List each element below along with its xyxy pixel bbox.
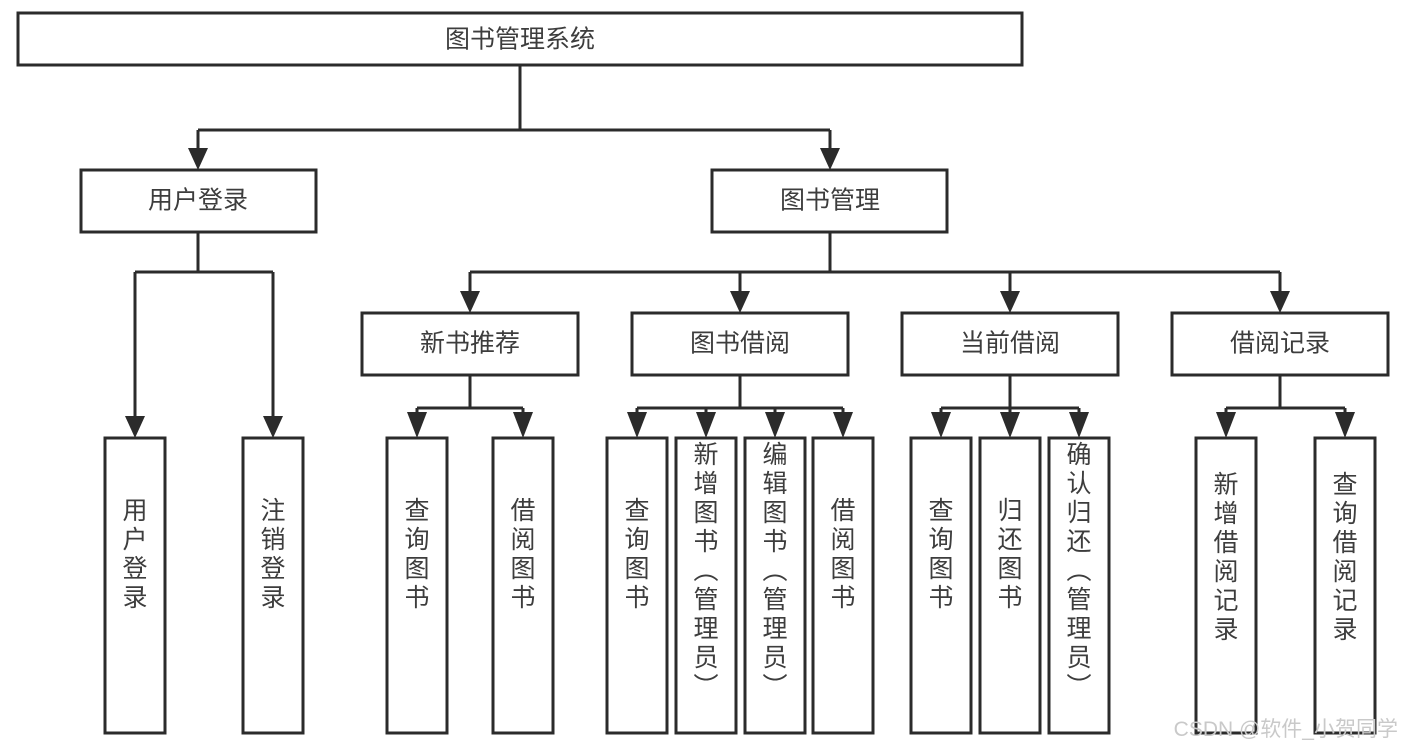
arrow-to-leaf-query-record xyxy=(1335,412,1355,438)
node-leaf-add-record-box[interactable] xyxy=(1194,436,1258,735)
node-leaf-edit-book[interactable]: 编辑图书︵管理员︶ xyxy=(743,436,807,735)
node-book-borrow-box[interactable] xyxy=(630,311,850,377)
node-current-borrow-label: 当前借阅 xyxy=(960,330,1060,358)
node-user-login-label: 用户登录 xyxy=(148,187,248,215)
arrow-to-leaf-query-book-3 xyxy=(931,412,951,438)
arrow-to-leaf-confirm-return xyxy=(1069,412,1089,438)
node-borrow-record[interactable]: 借阅记录 xyxy=(1170,311,1390,377)
watermark-label: CSDN @软件_小贺同学 xyxy=(1174,718,1398,741)
node-leaf-return-book-box[interactable] xyxy=(978,436,1042,735)
node-leaf-borrow-book-2-label: 借阅图书 xyxy=(830,497,855,612)
node-leaf-query-record-box[interactable] xyxy=(1313,436,1377,735)
node-leaf-query-book-1[interactable]: 查询图书 xyxy=(385,436,449,735)
node-root[interactable]: 图书管理系统 xyxy=(16,11,1024,67)
node-current-borrow-box[interactable] xyxy=(900,311,1120,377)
arrow-to-leaf-query-book-2 xyxy=(627,412,647,438)
arrow-to-leaf-user-login xyxy=(125,416,145,438)
node-root-label: 图书管理系统 xyxy=(445,26,595,54)
arrow-to-leaf-query-book-1 xyxy=(407,412,427,438)
arrow-to-leaf-add-book xyxy=(696,412,716,438)
node-leaf-borrow-book-1-box[interactable] xyxy=(491,436,555,735)
arrow-to-leaf-edit-book xyxy=(765,412,785,438)
node-borrow-record-box[interactable] xyxy=(1170,311,1390,377)
node-new-book-recommend-label: 新书推荐 xyxy=(420,330,520,358)
node-leaf-query-record-label: 查询借阅记录 xyxy=(1332,471,1357,644)
node-leaf-add-book[interactable]: 新增图书︵管理员︶ xyxy=(674,436,738,735)
node-leaf-query-book-3-label: 查询图书 xyxy=(928,497,953,612)
node-book-borrow[interactable]: 图书借阅 xyxy=(630,311,850,377)
node-user-login-box[interactable] xyxy=(79,168,318,234)
node-book-management-label: 图书管理 xyxy=(780,187,880,215)
node-leaf-query-book-2-box[interactable] xyxy=(605,436,669,735)
arrow-to-book-management xyxy=(820,148,840,170)
node-leaf-user-logout[interactable]: 注销登录 xyxy=(241,436,305,735)
node-leaf-add-record[interactable]: 新增借阅记录 xyxy=(1194,436,1258,735)
node-leaf-query-book-2-label: 查询图书 xyxy=(624,497,649,612)
arrow-to-borrow-record xyxy=(1270,291,1290,313)
node-leaf-return-book[interactable]: 归还图书 xyxy=(978,436,1042,735)
node-leaf-add-book-box[interactable] xyxy=(674,436,738,735)
node-borrow-record-label: 借阅记录 xyxy=(1230,330,1330,358)
node-leaf-edit-book-label: 编辑图书︵管理员︶ xyxy=(762,441,787,701)
node-leaf-query-book-1-label: 查询图书 xyxy=(404,497,429,612)
node-book-borrow-label: 图书借阅 xyxy=(690,330,790,358)
node-leaf-user-login-label: 用户登录 xyxy=(122,497,147,612)
arrow-to-leaf-add-record xyxy=(1216,412,1236,438)
node-leaf-add-record-label: 新增借阅记录 xyxy=(1213,471,1238,644)
node-leaf-add-book-label: 新增图书︵管理员︶ xyxy=(693,441,718,701)
node-leaf-borrow-book-2[interactable]: 借阅图书 xyxy=(811,436,875,735)
node-leaf-query-book-1-box[interactable] xyxy=(385,436,449,735)
node-leaf-query-book-2[interactable]: 查询图书 xyxy=(605,436,669,735)
node-leaf-user-logout-box[interactable] xyxy=(241,436,305,735)
node-leaf-query-book-3[interactable]: 查询图书 xyxy=(909,436,973,735)
node-leaf-user-login[interactable]: 用户登录 xyxy=(103,436,167,735)
node-leaf-confirm-return[interactable]: 确认归还︵管理员︶ xyxy=(1047,436,1111,735)
arrow-to-book-borrow xyxy=(730,291,750,313)
node-leaf-user-logout-label: 注销登录 xyxy=(260,497,285,612)
node-leaf-borrow-book-1-label: 借阅图书 xyxy=(510,497,535,612)
node-current-borrow[interactable]: 当前借阅 xyxy=(900,311,1120,377)
node-root-box[interactable] xyxy=(16,11,1024,67)
node-leaf-edit-book-box[interactable] xyxy=(743,436,807,735)
node-new-book-recommend-box[interactable] xyxy=(360,311,580,377)
arrow-to-current-borrow xyxy=(1000,291,1020,313)
arrow-to-leaf-borrow-book-1 xyxy=(513,412,533,438)
arrow-to-leaf-user-logout xyxy=(263,416,283,438)
node-leaf-borrow-book-1[interactable]: 借阅图书 xyxy=(491,436,555,735)
node-book-management-box[interactable] xyxy=(710,168,949,234)
node-leaf-return-book-label: 归还图书 xyxy=(997,497,1022,612)
arrow-to-leaf-borrow-book-2 xyxy=(833,412,853,438)
node-leaf-query-record[interactable]: 查询借阅记录 xyxy=(1313,436,1377,735)
arrow-to-user-login xyxy=(188,148,208,170)
node-new-book-recommend[interactable]: 新书推荐 xyxy=(360,311,580,377)
node-user-login[interactable]: 用户登录 xyxy=(79,168,318,234)
node-book-management[interactable]: 图书管理 xyxy=(710,168,949,234)
arrow-to-leaf-return-book xyxy=(1000,412,1020,438)
node-leaf-confirm-return-box[interactable] xyxy=(1047,436,1111,735)
node-leaf-user-login-box[interactable] xyxy=(103,436,167,735)
node-leaf-confirm-return-label: 确认归还︵管理员︶ xyxy=(1066,441,1091,701)
node-leaf-borrow-book-2-box[interactable] xyxy=(811,436,875,735)
arrow-to-new-book-recommend xyxy=(460,291,480,313)
node-leaf-query-book-3-box[interactable] xyxy=(909,436,973,735)
connector-layer xyxy=(125,65,1355,438)
